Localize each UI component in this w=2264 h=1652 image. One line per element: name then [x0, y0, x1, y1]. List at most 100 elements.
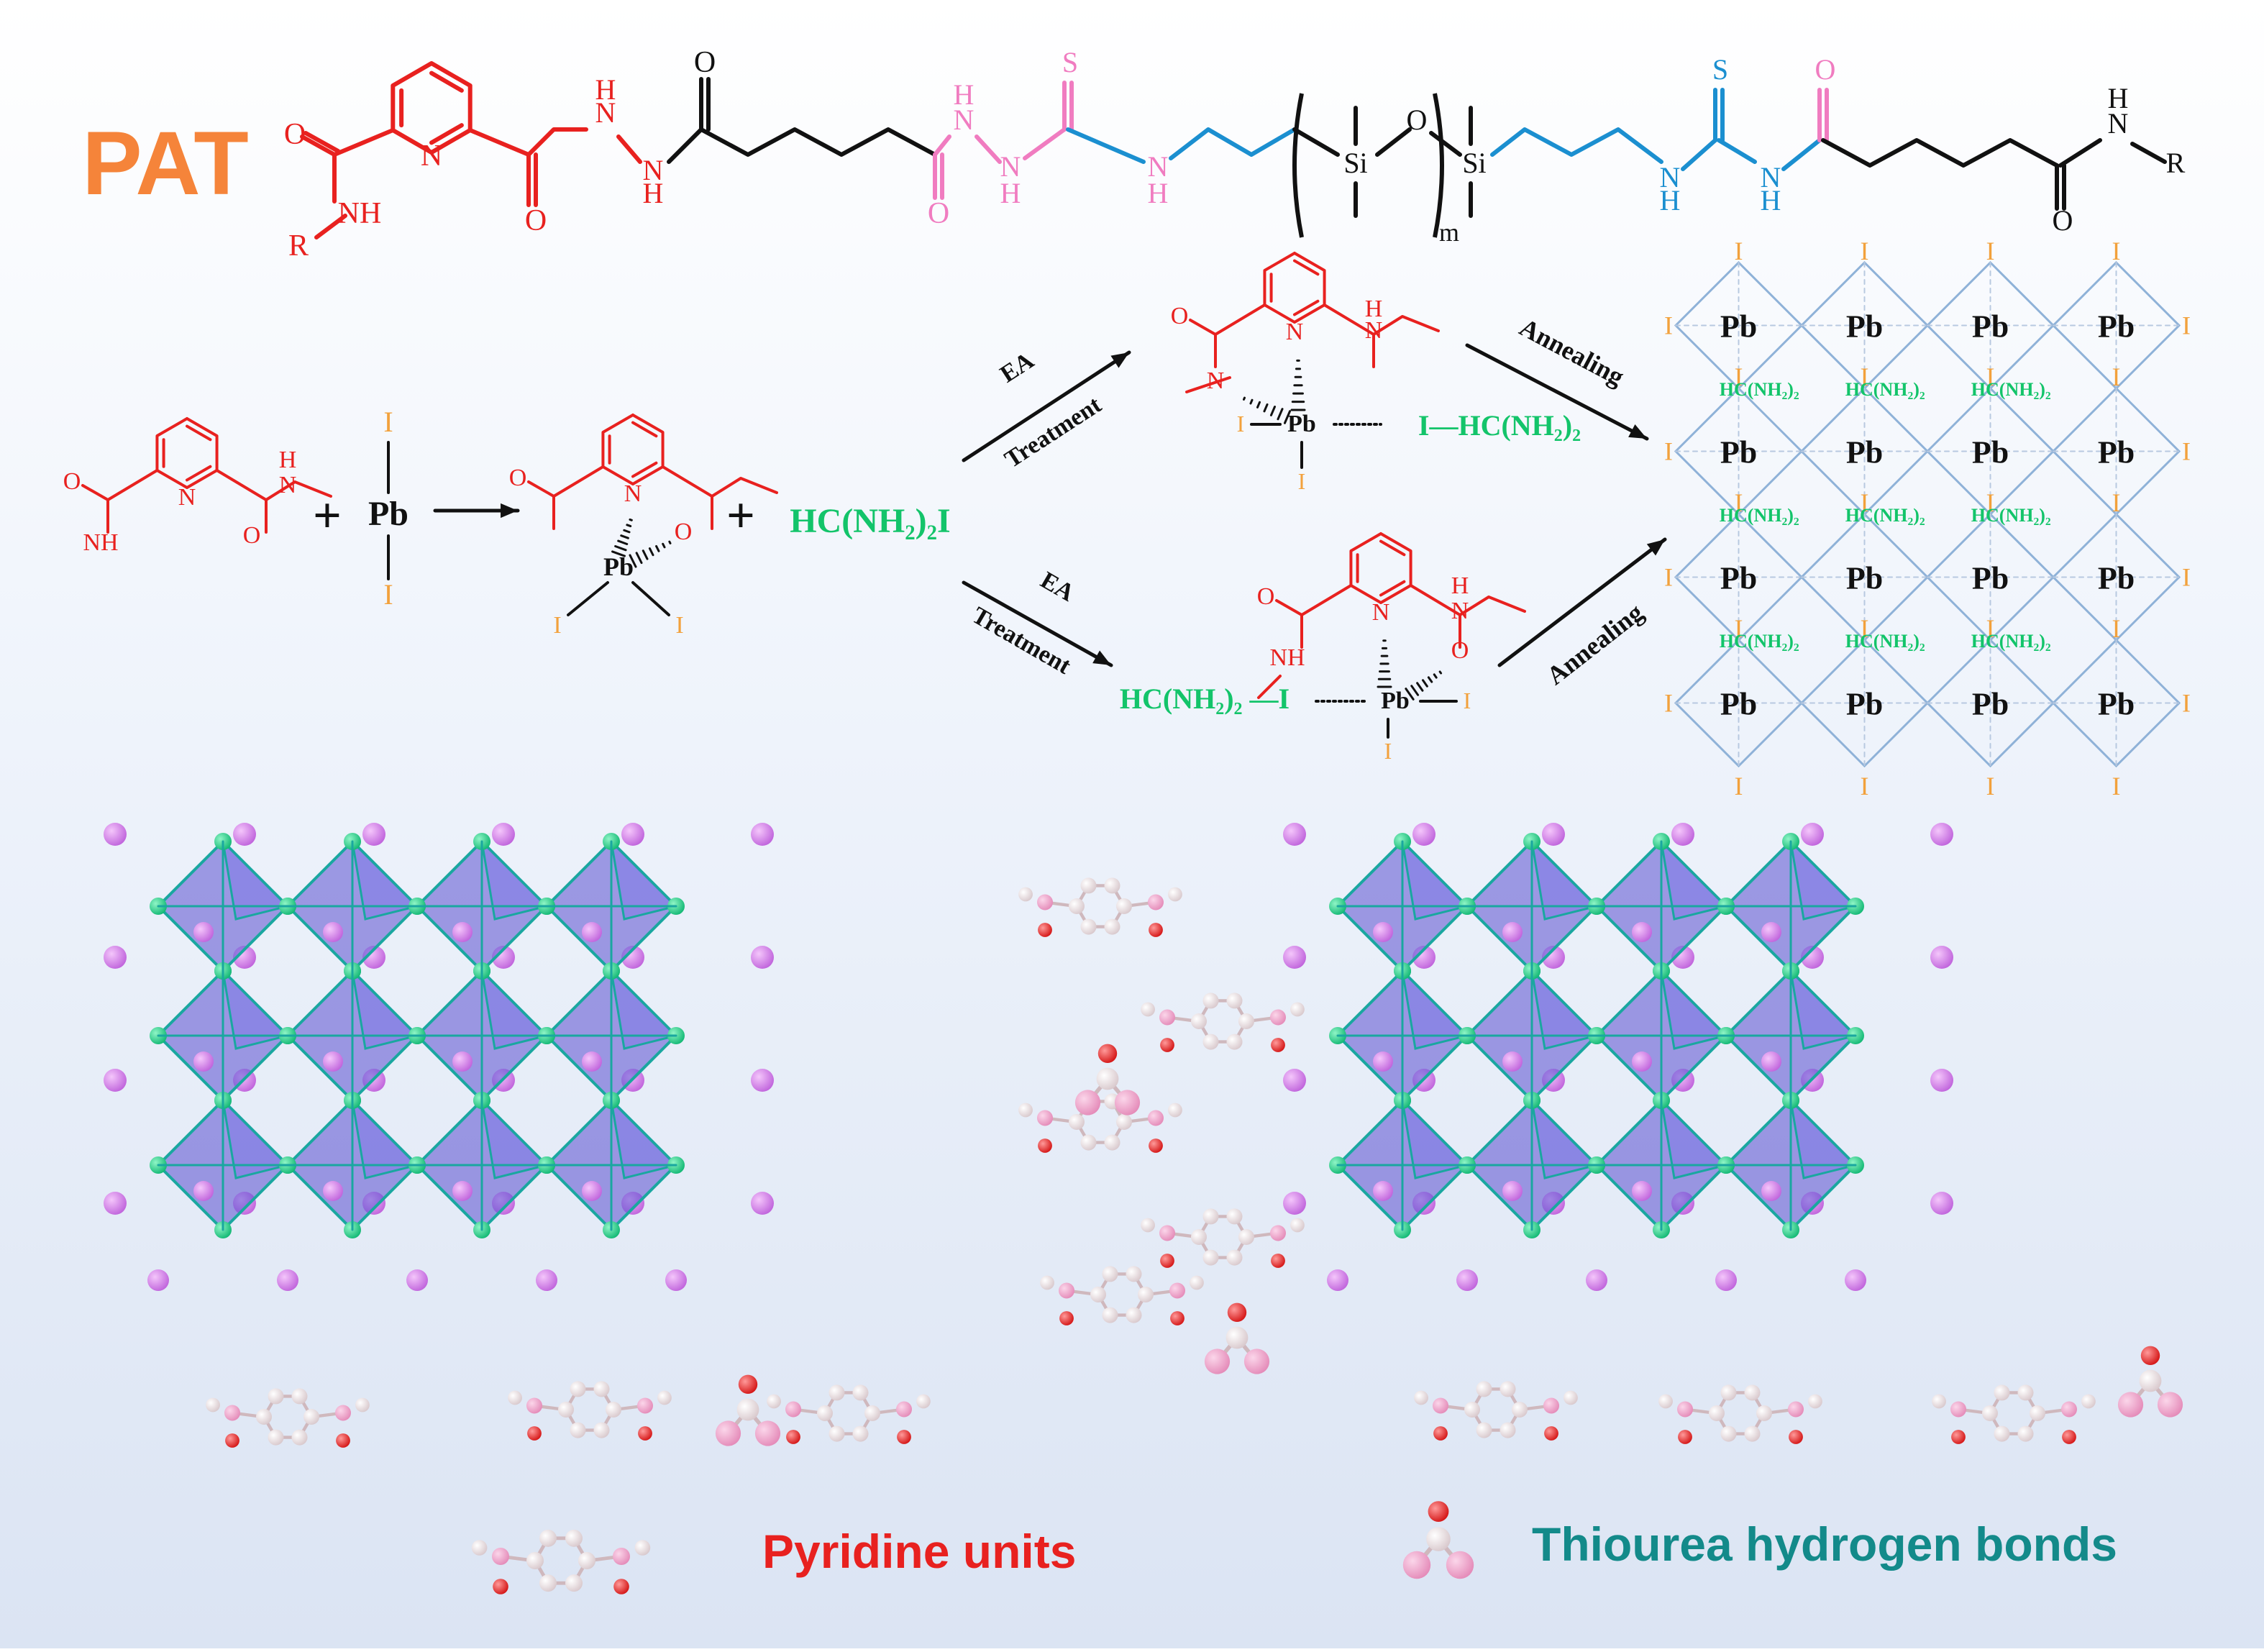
atom-ball: [1788, 1401, 1804, 1418]
lower-hash2: [1410, 685, 1420, 696]
carbon-ball: [1994, 1425, 2010, 1442]
carbon-ball: [1191, 1229, 1207, 1245]
h-ball: [206, 1397, 220, 1413]
atom-n: N: [1660, 161, 1681, 193]
legend-thiourea-icon: [1402, 1501, 1474, 1579]
complex-hash-n: [626, 524, 632, 528]
atom-ball: [1433, 1397, 1448, 1414]
arrow-ea-down: [962, 580, 1113, 667]
complex-hash-n: [629, 518, 633, 521]
carbon-ball: [565, 1529, 583, 1547]
oxygen-ball: [1038, 923, 1052, 937]
lower-n: N: [1451, 598, 1469, 624]
carbon-ball: [1476, 1381, 1492, 1397]
octahedron-face: [1530, 967, 1599, 1050]
cation-sphere: [147, 1269, 169, 1291]
free-ligand-ring-double: [186, 424, 212, 442]
oxygen-ball: [1227, 1302, 1247, 1323]
cation-sphere: [1801, 823, 1824, 846]
bottom-right-pyridine-1: [1658, 1384, 1822, 1444]
octahedron-face: [1400, 1097, 1469, 1179]
grid-pb: Pb: [1846, 687, 1883, 722]
free-ligand-o-l: O: [63, 468, 81, 495]
carbon-ball: [1096, 1067, 1119, 1090]
octahedron-face: [480, 1097, 549, 1179]
carbon-ball: [864, 1405, 880, 1421]
bottom-left-pyridine-2: [767, 1384, 931, 1444]
grid-pb: Pb: [1846, 309, 1883, 344]
atom-ball: [492, 1548, 509, 1565]
complex-hash-n: [623, 529, 631, 534]
carbon-ball: [1069, 898, 1085, 914]
free-nh: NH: [83, 529, 118, 556]
octahedron-face: [350, 967, 419, 1050]
atom-ball: [637, 1397, 653, 1414]
cation-sphere: [233, 823, 256, 846]
cation-sphere: [1671, 823, 1694, 846]
complex-ligand-o-l: O: [509, 465, 527, 491]
upper-pb: Pb: [1287, 411, 1316, 437]
atom-ball: [1270, 1225, 1286, 1241]
pink-bond: [933, 134, 951, 157]
bottom-left-pyridine-1: [508, 1381, 672, 1441]
grid-i-bot: I: [1861, 772, 1869, 800]
atom-h: H: [2108, 82, 2129, 114]
arrow-ea-up-head: [1110, 352, 1129, 368]
lower-ligand-o-l: O: [1257, 583, 1275, 610]
carbon-ball: [2017, 1425, 2034, 1442]
upper-ligand-o-l: O: [1171, 303, 1189, 329]
atom-n-pyr: N: [421, 140, 442, 173]
h-ball: [2081, 1394, 2096, 1409]
cation-sphere: [452, 1051, 473, 1072]
grid-i-top: I: [2112, 362, 2121, 391]
atom-n: N: [595, 96, 616, 129]
amide-c: [1781, 138, 1822, 171]
oxygen-ball: [225, 1433, 239, 1448]
cation-sphere: [323, 1051, 343, 1072]
carbon-ball: [1982, 1405, 1998, 1421]
octahedron-face: [1400, 838, 1469, 921]
atom-ball: [1677, 1401, 1693, 1418]
lower-i1: I: [1464, 688, 1471, 713]
arrow-anneal-up-head: [1628, 424, 1647, 439]
plus-1: +: [313, 488, 342, 544]
carbon-ball: [852, 1425, 869, 1442]
grid-i-top: I: [1735, 237, 1743, 265]
oxygen-ball: [786, 1430, 800, 1444]
complex-hash-n: [614, 545, 627, 552]
complex-ligand-ring-double: [631, 461, 658, 478]
upper-ligand-ring-double: [1293, 299, 1320, 316]
h-ball: [1040, 1275, 1054, 1290]
cation-sphere: [104, 1069, 127, 1092]
carbon-ball: [1202, 992, 1219, 1009]
carbon-ball: [570, 1422, 586, 1438]
oxygen-ball: [1170, 1311, 1185, 1325]
carbon-ball: [1464, 1402, 1480, 1418]
lower-ligand-co-l: [1275, 599, 1303, 616]
grid-i-top: I: [1861, 362, 1869, 391]
grid-fa: HC(NH₂)₂: [1971, 379, 2051, 400]
grid-pb: Pb: [1720, 435, 1757, 470]
grid-fa: HC(NH₂)₂: [1720, 631, 1799, 652]
carbon-ball: [1202, 1249, 1219, 1266]
atom-h: H: [595, 73, 616, 106]
atom-o: O: [525, 204, 547, 237]
atom-si: Si: [1462, 147, 1486, 179]
cation-sphere: [751, 823, 774, 846]
cation-sphere: [1283, 1069, 1306, 1092]
octahedron-face: [1659, 1097, 1728, 1179]
cation-sphere: [1632, 922, 1652, 942]
grid-fa: HC(NH₂)₂: [1845, 379, 1925, 400]
bottom-right-pyridine-0: [1414, 1381, 1578, 1441]
atom-n: N: [954, 104, 974, 136]
carbon-ball: [1226, 1249, 1243, 1266]
h-ball: [1018, 887, 1033, 902]
carbon-ball: [1104, 918, 1120, 935]
nitrogen-ball: [1402, 1551, 1431, 1579]
grid-pb: Pb: [2098, 309, 2135, 344]
h-ball: [1290, 1218, 1305, 1233]
h-ball: [634, 1540, 651, 1556]
upper-hash2: [1249, 398, 1254, 405]
atom-ball: [1169, 1282, 1185, 1299]
atom-ball: [785, 1401, 801, 1418]
